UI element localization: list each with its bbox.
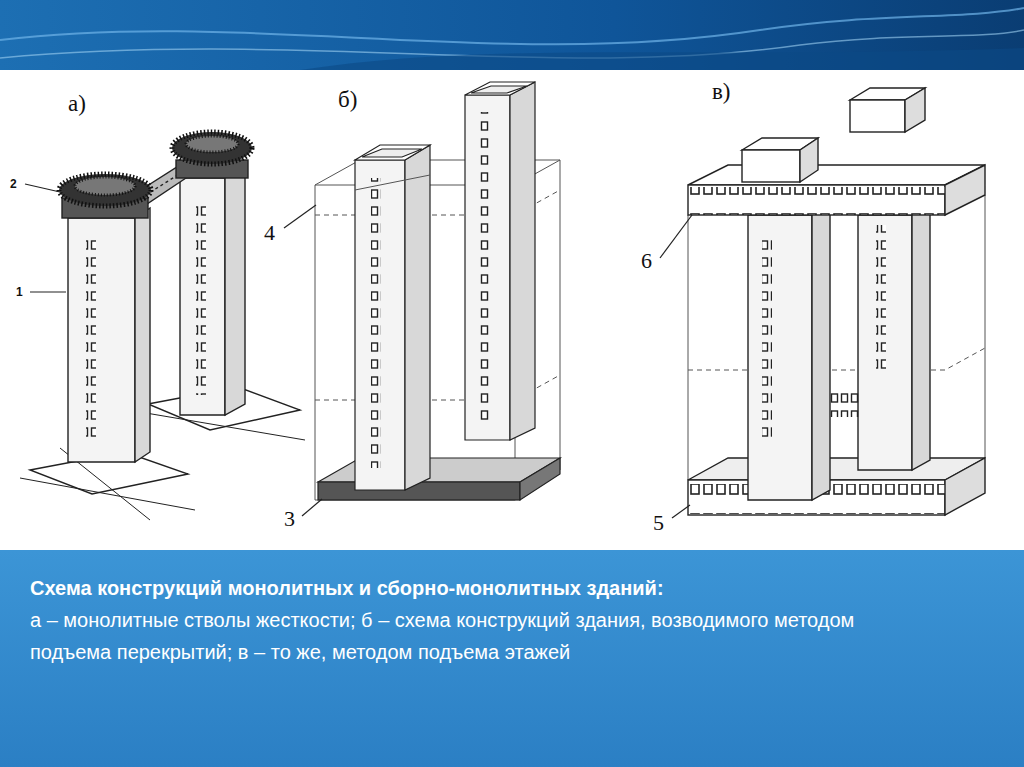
drawing-a-part [59,174,151,206]
drawing-panel [0,70,1024,550]
drawing-b-part [465,95,510,440]
drawing-b-part [355,160,405,490]
drawing-v-part [688,458,985,480]
drawing-b-part [355,145,430,160]
leader-lines-part [660,215,692,258]
drawing-b-part [371,178,381,468]
drawing-a-part [196,205,206,395]
drawing-a-part [140,412,305,440]
leader-lines-part [302,499,322,516]
drawing-v-part [812,205,830,500]
figure-letter: б) [338,88,357,111]
leader-lines-part [284,205,316,228]
callout-number: 3 [284,508,295,530]
drawing-b-part [318,482,520,500]
drawing-v-part [762,240,772,440]
figure-letter: а) [68,92,86,115]
drawing-a-part [180,178,225,415]
drawing-b [315,82,560,500]
drawing-v-part [850,100,905,132]
leader-lines-part [672,505,690,518]
drawing-b-part [465,82,535,95]
drawing-a-part [135,208,150,462]
drawing-v-part [945,458,985,515]
drawing-b-part [362,149,422,157]
header-band [0,0,1024,70]
drawing-v-part [688,215,689,480]
callout-number: 4 [264,222,275,244]
drawing-b-part [520,458,560,500]
caption-title: Схема конструкций монолитных и сборно-мо… [30,572,930,604]
drawing-v-part [690,187,945,215]
callout-number: 5 [653,512,664,534]
drawing-a-part [225,166,245,415]
drawing-v-part [688,165,985,185]
leader-lines [25,184,692,518]
drawing-v-part [688,185,945,215]
drawing-v-part [985,195,986,458]
figure-letter: в) [712,80,731,103]
drawing-v-part [688,348,985,370]
drawing-a-part [186,136,238,152]
drawing-b-part [405,145,430,490]
drawing-b-part [471,86,527,93]
drawing-v-part [858,215,912,470]
drawing-a-part [20,478,195,510]
drawing-a-part [75,177,135,195]
drawing-v-part [912,205,930,470]
callout-number: 2 [10,178,17,190]
drawing-v-part [905,88,925,132]
drawing-v [688,88,985,515]
drawing-a-part [172,132,252,164]
drawing-v-part [876,225,886,375]
drawing-v-part [748,215,812,500]
callout-number: 1 [16,286,23,298]
drawing-v-part [945,165,985,215]
drawing-a-part [86,240,96,440]
drawing-b-part [510,82,535,440]
drawing-a-part [68,218,135,462]
drawing-b-part [355,175,430,190]
drawing-v-part [800,138,818,182]
caption-panel [0,550,1024,767]
leader-lines-part [30,291,66,292]
header-band-part [300,48,1024,70]
drawing-a [20,132,305,520]
drawing-b-part [480,112,490,422]
caption-text: а – монолитные стволы жесткости; б – схе… [30,604,930,668]
drawing-v-part [742,150,800,182]
caption-block: Схема конструкций монолитных и сборно-мо… [30,572,930,668]
leader-lines-part [25,184,60,192]
drawing-b-part [318,458,560,482]
header-band-part [0,0,1024,70]
callout-number: 6 [641,250,652,272]
